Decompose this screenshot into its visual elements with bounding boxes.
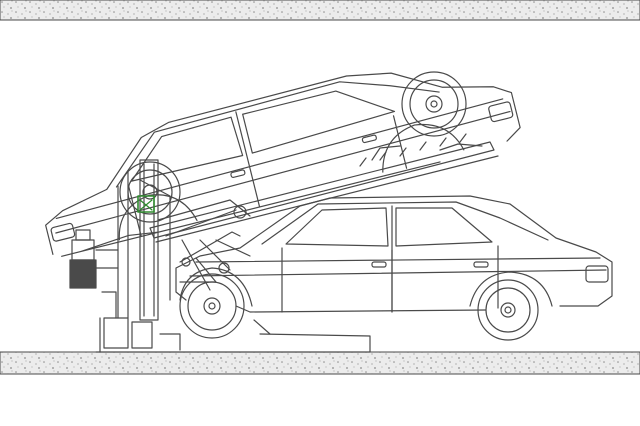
lower-car-rear-wheel xyxy=(477,279,539,341)
upper-car-rear-window xyxy=(242,90,396,154)
lower-car-rear-window xyxy=(395,207,493,247)
lift-mast xyxy=(117,159,251,321)
lower-car-rear-handle xyxy=(473,261,489,268)
floor-band xyxy=(0,351,640,375)
upper-car-front-wheel xyxy=(401,71,467,137)
upper-car-rear-handle xyxy=(361,134,377,144)
tilting-platform xyxy=(149,133,499,243)
upper-car-front-window xyxy=(130,116,244,182)
upper-car xyxy=(45,72,521,257)
upper-car-rear-wheel xyxy=(119,161,181,223)
lower-car-front-window xyxy=(285,207,389,247)
lower-car-front-handle xyxy=(371,261,387,268)
lower-car xyxy=(175,195,613,313)
lift-base-frame xyxy=(95,291,371,353)
hydraulic-valve xyxy=(137,195,155,213)
ceiling-band xyxy=(0,0,640,21)
pump-motor xyxy=(69,229,119,289)
lower-car-front-wheel xyxy=(179,273,245,339)
upper-car-front-handle xyxy=(230,169,246,178)
